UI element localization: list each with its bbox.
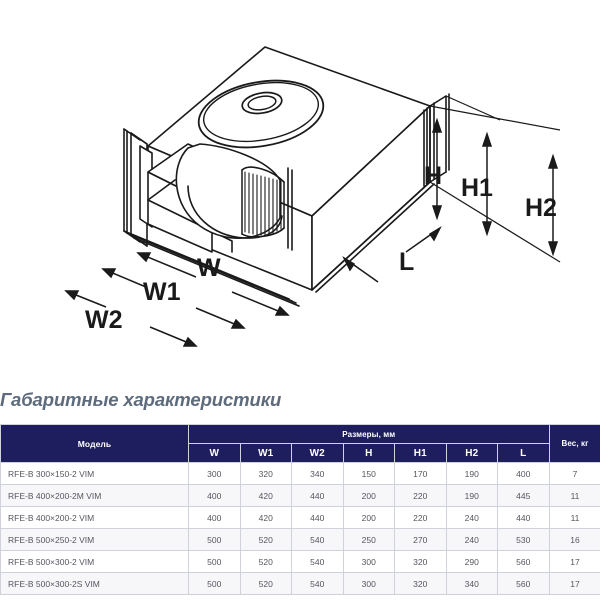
cell-h: 300 (342, 572, 395, 595)
dim-label-w1: W1 (143, 278, 181, 306)
cell-model: RFE-B 500×300-2S VIM (0, 572, 189, 595)
cell-h1: 220 (394, 484, 447, 507)
cell-w1: 320 (239, 462, 292, 485)
table-body: RFE-B 300×150-2 VIM 300 320 340 150 170 … (0, 462, 600, 595)
cell-h2: 290 (445, 550, 498, 573)
cell-w2: 540 (291, 572, 344, 595)
cell-model: RFE-B 500×250-2 VIM (0, 528, 189, 551)
table-header-row-group: Модель Размеры, мм Вес, кг (0, 424, 600, 463)
cell-h: 250 (342, 528, 395, 551)
cell-w: 500 (188, 572, 241, 595)
dim-label-w: W (197, 254, 221, 282)
dim-label-h2: H2 (525, 194, 557, 222)
cell-w: 300 (188, 462, 241, 485)
cell-h1: 220 (394, 506, 447, 529)
spec-table-container: Модель Размеры, мм Вес, кг W W1 W2 H H1 … (0, 424, 600, 595)
table-row: RFE-B 400×200-2M VIM 400 420 440 200 220… (0, 484, 600, 507)
column-header-w2: W2 (291, 443, 344, 463)
cell-l: 530 (497, 528, 550, 551)
table-header: Модель Размеры, мм Вес, кг W W1 W2 H H1 … (0, 424, 600, 463)
cell-weight: 17 (548, 550, 600, 573)
cell-l: 400 (497, 462, 550, 485)
cell-weight: 7 (548, 462, 600, 485)
cell-w2: 440 (291, 484, 344, 507)
cell-w: 400 (188, 484, 241, 507)
cell-h2: 240 (445, 528, 498, 551)
cell-w: 500 (188, 550, 241, 573)
cell-h2: 190 (445, 484, 498, 507)
cell-model: RFE-B 400×200-2M VIM (0, 484, 189, 507)
cell-w1: 420 (239, 484, 292, 507)
cell-model: RFE-B 400×200-2 VIM (0, 506, 189, 529)
cell-w2: 540 (291, 528, 344, 551)
cell-w2: 340 (291, 462, 344, 485)
dim-label-l: L (399, 248, 414, 276)
cell-model: RFE-B 500×300-2 VIM (0, 550, 189, 573)
dim-label-h1: H1 (461, 174, 493, 202)
cell-h: 150 (342, 462, 395, 485)
table-header-row-dims: W W1 W2 H H1 H2 L (1, 443, 600, 463)
section-title: Габаритные характеристики (0, 389, 282, 410)
dim-label-w2: W2 (85, 306, 123, 334)
cell-w1: 420 (239, 506, 292, 529)
table-row: RFE-B 500×300-2 VIM 500 520 540 300 320 … (0, 550, 600, 573)
column-header-h: H (342, 443, 395, 463)
dim-label-h: H (424, 162, 442, 190)
cell-w2: 540 (291, 550, 344, 573)
cell-w1: 520 (239, 550, 292, 573)
cell-h1: 320 (394, 550, 447, 573)
column-header-h2: H2 (445, 443, 498, 463)
cell-w1: 520 (239, 572, 292, 595)
cell-w1: 520 (239, 528, 292, 551)
column-header-h1: H1 (394, 443, 447, 463)
cell-w: 500 (188, 528, 241, 551)
cell-h: 300 (342, 550, 395, 573)
cell-weight: 11 (548, 484, 600, 507)
column-group-header-dimensions: Размеры, мм (188, 424, 550, 444)
column-header-w: W (188, 443, 241, 463)
column-header-l: L (497, 443, 550, 463)
column-header-model: Модель (0, 424, 189, 463)
cell-h1: 170 (394, 462, 447, 485)
cell-h: 200 (342, 484, 395, 507)
cell-w: 400 (188, 506, 241, 529)
dimensions-table: Модель Размеры, мм Вес, кг W W1 W2 H H1 … (0, 424, 600, 595)
cell-l: 445 (497, 484, 550, 507)
table-row: RFE-B 400×200-2 VIM 400 420 440 200 220 … (0, 506, 600, 529)
cell-w2: 440 (291, 506, 344, 529)
cell-h2: 340 (445, 572, 498, 595)
table-row: RFE-B 300×150-2 VIM 300 320 340 150 170 … (0, 462, 600, 485)
cell-h2: 240 (445, 506, 498, 529)
cell-h1: 320 (394, 572, 447, 595)
technical-drawing: W W1 W2 H H1 H2 L (64, 46, 561, 347)
table-row: RFE-B 500×300-2S VIM 500 520 540 300 320… (0, 572, 600, 595)
table-row: RFE-B 500×250-2 VIM 500 520 540 250 270 … (0, 528, 600, 551)
column-header-w1: W1 (239, 443, 292, 463)
cell-model: RFE-B 300×150-2 VIM (0, 462, 189, 485)
cell-h: 200 (342, 506, 395, 529)
cell-h1: 270 (394, 528, 447, 551)
cell-l: 560 (497, 550, 550, 573)
cell-h2: 190 (445, 462, 498, 485)
cell-l: 560 (497, 572, 550, 595)
cell-weight: 16 (548, 528, 600, 551)
cell-weight: 17 (548, 572, 600, 595)
column-header-weight: Вес, кг (548, 424, 600, 463)
cell-l: 440 (497, 506, 550, 529)
cell-weight: 11 (548, 506, 600, 529)
